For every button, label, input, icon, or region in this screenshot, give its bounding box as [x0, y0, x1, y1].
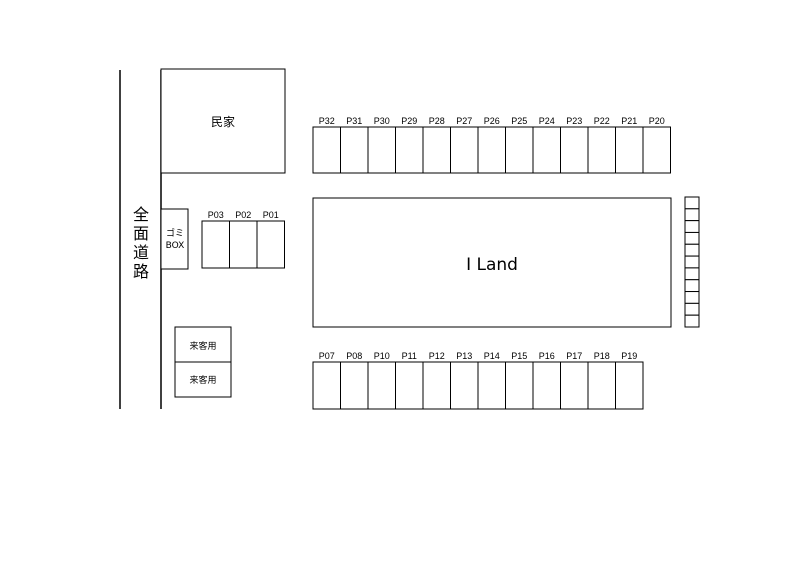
parking-space-label: P25 [511, 116, 527, 126]
parking-space [340, 361, 369, 410]
parking-space [312, 126, 341, 174]
bicycle-rack [684, 196, 700, 328]
parking-space-label: P11 [402, 351, 417, 361]
main-building-label: I Land [466, 255, 518, 275]
parking-space-label: P10 [374, 351, 390, 361]
parking-row-bottom: P07 P08 P10 P11 P12 P13 P14 P15 P16 P17 P18 P19 [312, 351, 644, 410]
main-building [312, 197, 672, 328]
parking-space [615, 126, 644, 174]
visitor-parking-space [174, 326, 232, 363]
road-label-char: 面 [133, 224, 149, 243]
neighbor-house-label: 民家 [211, 114, 235, 129]
parking-space-label: P32 [319, 116, 335, 126]
parking-row-top: P32 P31 P30 P29 P28 P27 P26 P25 P24 P23 P22 P21 P20 [312, 116, 671, 174]
parking-space-label: P27 [456, 116, 472, 126]
parking-space-label: P12 [429, 351, 445, 361]
neighbor-house [160, 68, 286, 174]
garbage-box-label-line2: BOX [166, 241, 185, 251]
parking-space-label: P22 [594, 116, 610, 126]
parking-space [450, 361, 479, 410]
parking-space-label: P29 [401, 116, 417, 126]
parking-space-label: P24 [539, 116, 555, 126]
parking-space [587, 361, 616, 410]
bicycle-rack-slot [684, 279, 700, 293]
parking-space [560, 126, 589, 174]
visitor-parking-space [174, 361, 232, 398]
parking-space [312, 361, 341, 410]
road-label-char: 全 [133, 205, 149, 224]
bicycle-rack-slot [684, 291, 700, 304]
parking-space-label: P20 [649, 116, 665, 126]
bicycle-rack-slot [684, 267, 700, 281]
parking-space [587, 126, 616, 174]
parking-space [477, 126, 506, 174]
bicycle-rack-slot [684, 255, 700, 269]
bicycle-rack-slot [684, 314, 700, 328]
parking-space [450, 126, 479, 174]
parking-space-label: P17 [566, 351, 582, 361]
parking-space-label: P19 [621, 351, 637, 361]
parking-space-label: P31 [346, 116, 362, 126]
parking-space-label: P28 [429, 116, 445, 126]
visitor-parking-label: 来客用 [189, 340, 216, 352]
parking-space [532, 361, 561, 410]
parking-space-label: P08 [346, 351, 362, 361]
parking-space-label: P23 [566, 116, 582, 126]
parking-space [615, 361, 644, 410]
bicycle-rack-slot [684, 243, 700, 257]
parking-space [340, 126, 369, 174]
parking-space [505, 126, 534, 174]
parking-space [256, 220, 285, 269]
parking-space [367, 126, 396, 174]
parking-space [367, 361, 396, 410]
road-label-char: 路 [133, 262, 149, 281]
parking-space [422, 126, 451, 174]
parking-space [395, 126, 424, 174]
road-label-char: 道 [133, 243, 149, 262]
parking-space-label: P02 [235, 210, 251, 220]
parking-space-label: P16 [539, 351, 555, 361]
parking-space-label: P13 [456, 351, 472, 361]
bicycle-rack-slot [684, 196, 700, 210]
parking-row-left: P03 P02 P01 [201, 210, 285, 269]
parking-space-label: P18 [594, 351, 610, 361]
parking-space-label: P30 [374, 116, 390, 126]
bicycle-rack-slot [684, 220, 700, 233]
parking-space [229, 220, 258, 269]
garbage-box [160, 208, 189, 270]
parking-space [395, 361, 424, 410]
parking-space-label: P15 [511, 351, 527, 361]
bicycle-rack-slot [684, 231, 700, 245]
visitor-parking-label: 来客用 [189, 374, 216, 386]
parking-space-label: P21 [621, 116, 637, 126]
parking-space [422, 361, 451, 410]
parking-space-label: P03 [208, 210, 224, 220]
parking-space-label: P07 [319, 351, 335, 361]
parking-space [505, 361, 534, 410]
parking-space [642, 126, 671, 174]
parking-space [477, 361, 506, 410]
bicycle-rack-slot [684, 302, 700, 316]
parking-space-label: P26 [484, 116, 500, 126]
garbage-box-label-line1: ゴミ [166, 227, 184, 239]
parking-space [532, 126, 561, 174]
parking-space [201, 220, 230, 269]
parking-space-label: P14 [484, 351, 500, 361]
bicycle-rack-slot [684, 208, 700, 222]
parking-space [560, 361, 589, 410]
parking-space-label: P01 [263, 210, 279, 220]
